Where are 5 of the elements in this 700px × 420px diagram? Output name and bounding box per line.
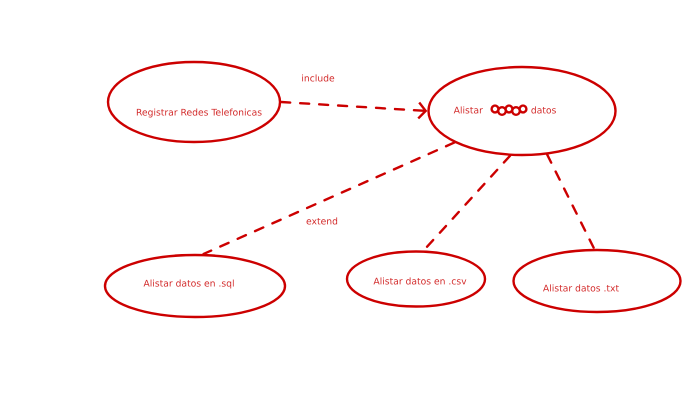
- connector: [546, 153, 596, 250]
- edge-label: extend: [305, 216, 339, 226]
- edge-label: include: [300, 73, 336, 83]
- connector: [280, 100, 428, 120]
- connector: [202, 141, 456, 256]
